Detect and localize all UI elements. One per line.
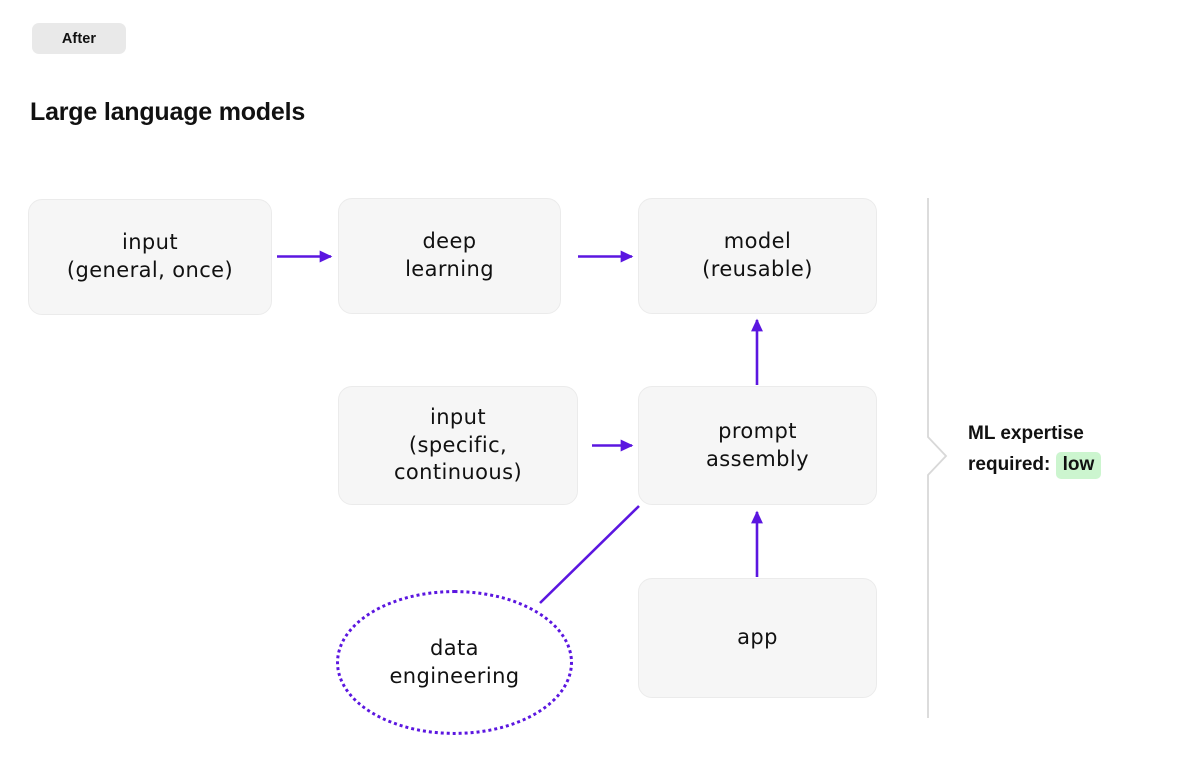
ml-expertise-value: low xyxy=(1055,452,1102,480)
node-input-specific[interactable]: input (specific, continuous) xyxy=(338,386,578,505)
grouping-bracket xyxy=(927,198,948,718)
ml-expertise-line1: ML expertise xyxy=(968,423,1084,444)
ml-expertise-annotation: ML expertise required: low xyxy=(968,418,1168,481)
edge-data-engineering-to-prompt-assembly xyxy=(539,505,640,604)
ml-expertise-line2: required: low xyxy=(968,449,1168,480)
node-deep-learning[interactable]: deep learning xyxy=(338,198,561,314)
node-app[interactable]: app xyxy=(638,578,877,698)
status-badge: After xyxy=(32,23,126,54)
node-data-engineering[interactable]: data engineering xyxy=(336,590,573,735)
node-input-general[interactable]: input (general, once) xyxy=(28,199,272,315)
ml-expertise-label: required: xyxy=(968,454,1051,476)
node-model[interactable]: model (reusable) xyxy=(638,198,877,314)
node-prompt-assembly[interactable]: prompt assembly xyxy=(638,386,877,505)
page-title: Large language models xyxy=(30,98,306,126)
